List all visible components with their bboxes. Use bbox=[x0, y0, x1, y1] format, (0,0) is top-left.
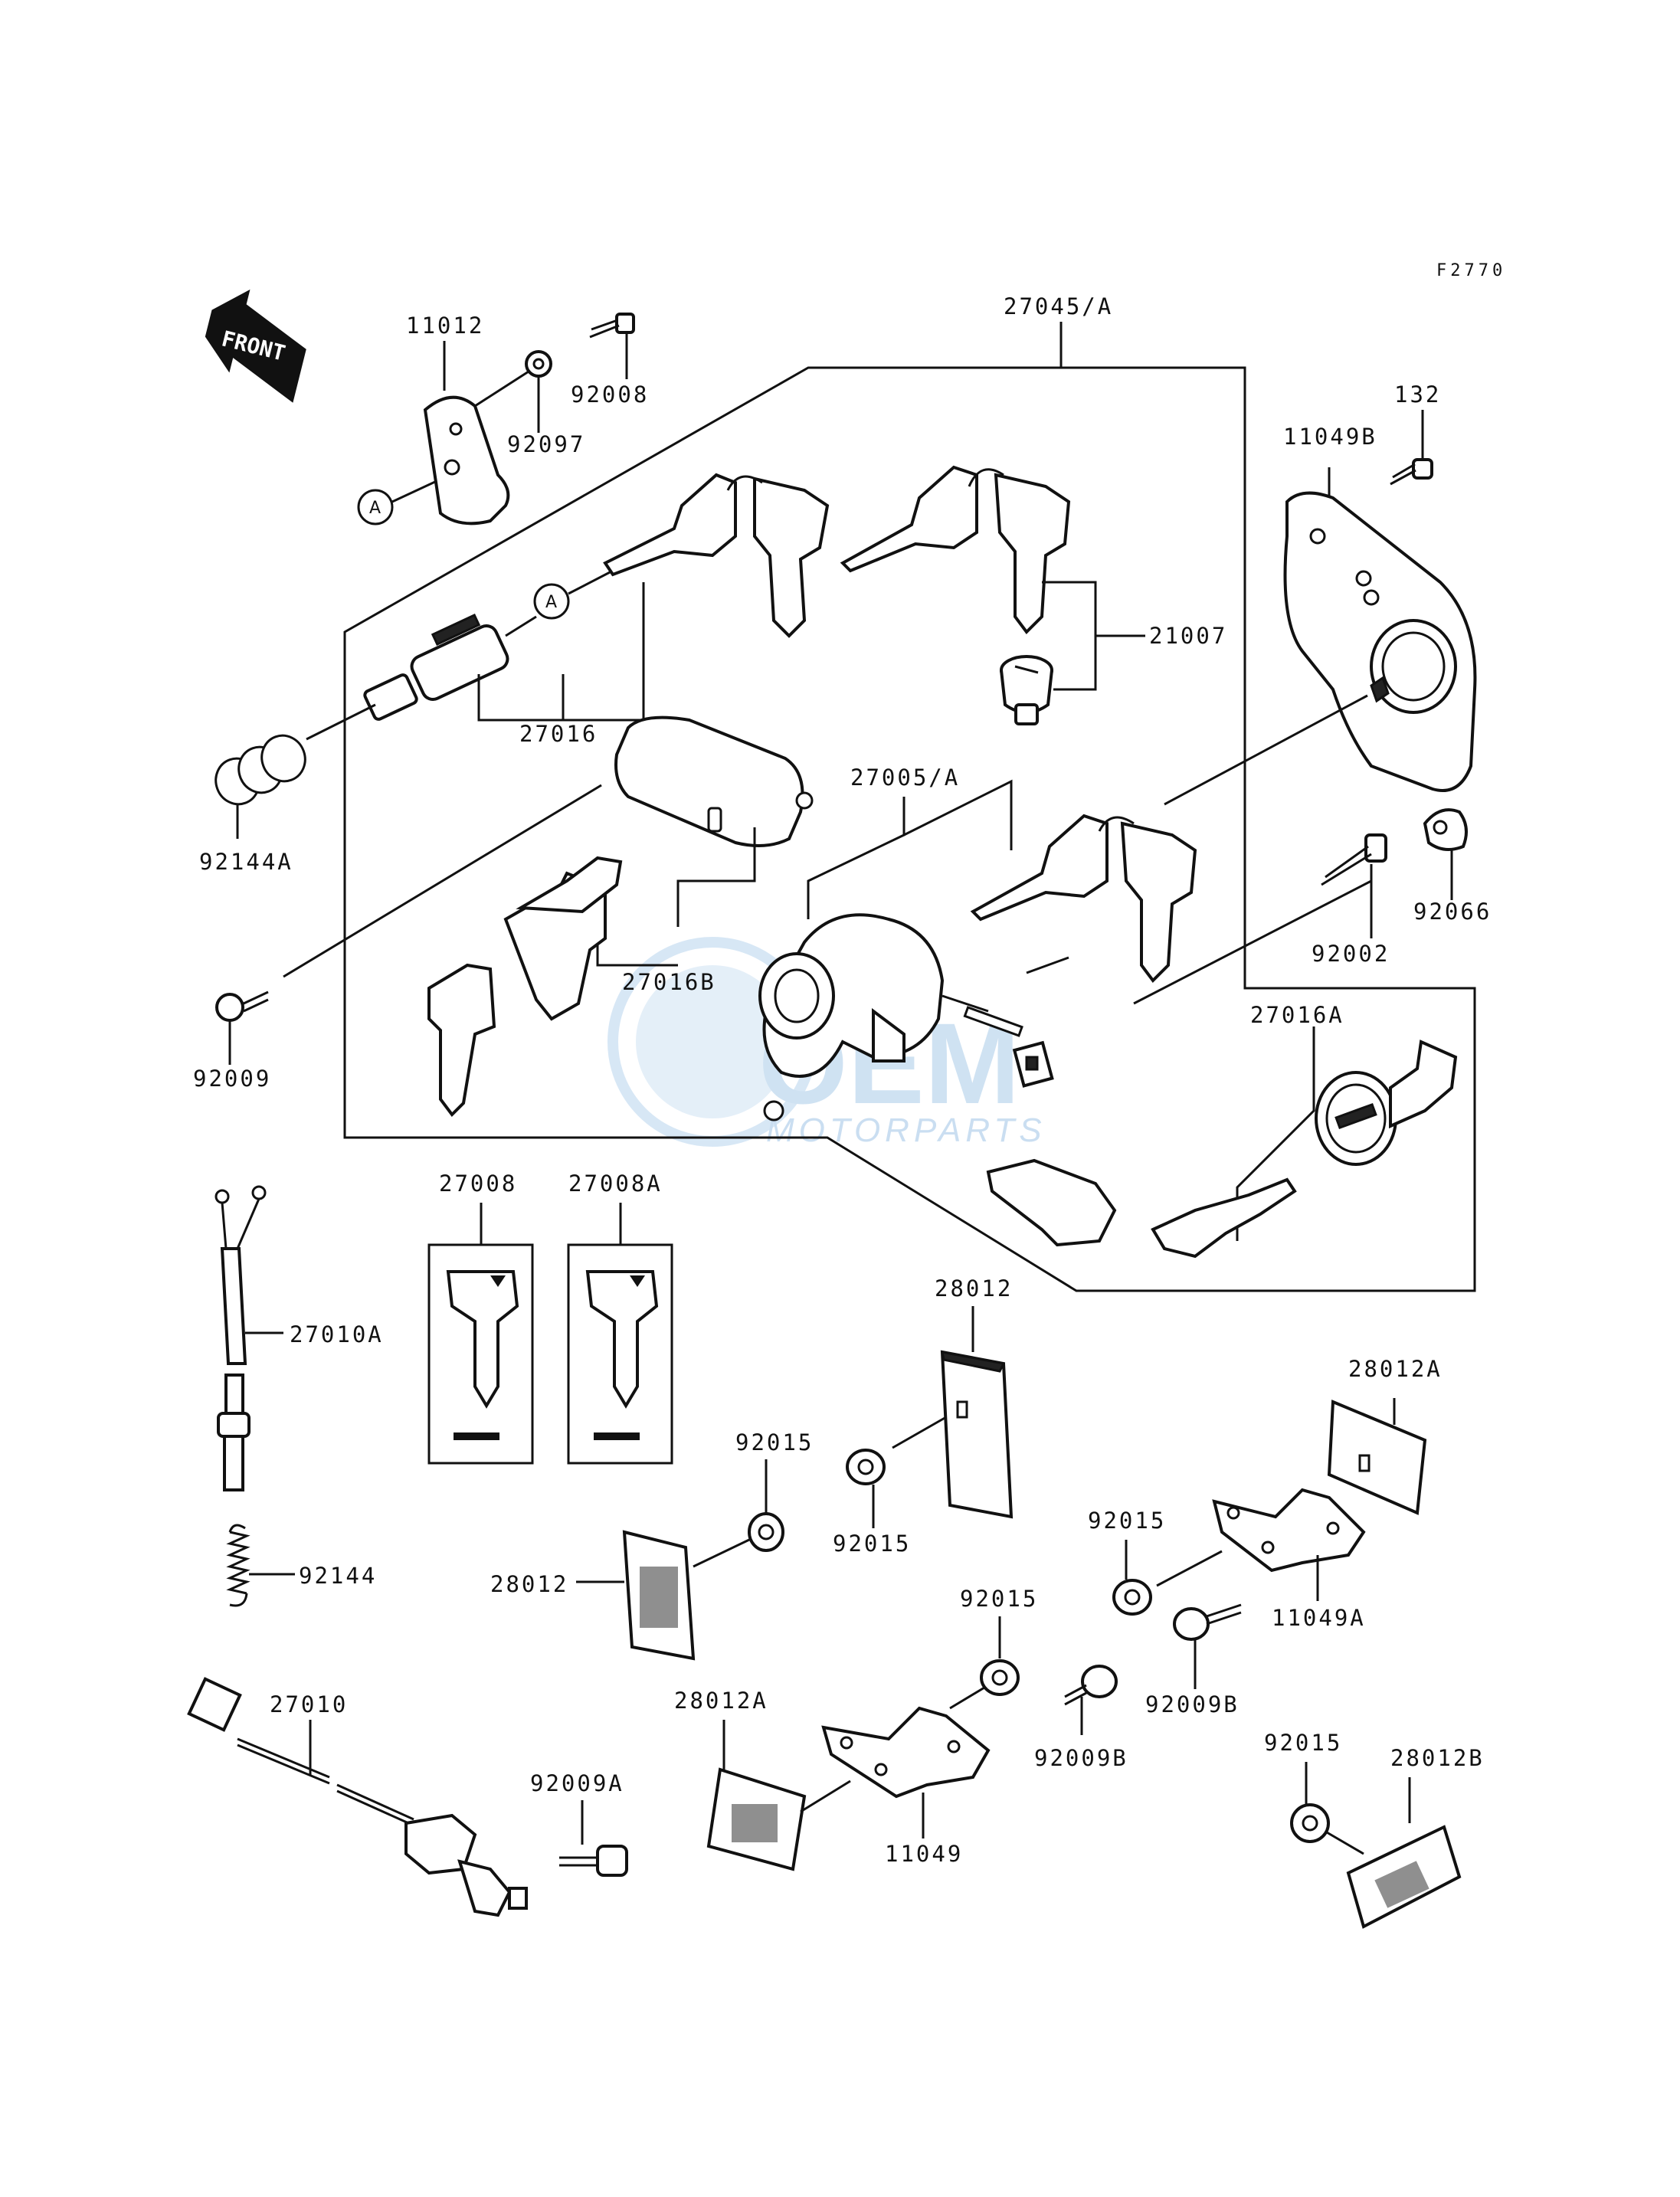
label-27008a: 27008A bbox=[568, 1171, 663, 1197]
label-92015-b: 92015 bbox=[833, 1531, 911, 1557]
key-pair-27016 bbox=[603, 473, 830, 638]
part-11012-plate bbox=[423, 341, 529, 526]
part-92009b-right-screw bbox=[1173, 1603, 1242, 1689]
part-27010-stop-switch bbox=[187, 1677, 528, 1917]
label-11049b: 11049B bbox=[1283, 424, 1377, 450]
label-28012b: 28012B bbox=[1390, 1745, 1485, 1771]
part-27010a-switch bbox=[215, 1185, 283, 1491]
label-92008: 92008 bbox=[571, 381, 649, 408]
part-92015-nut-b bbox=[693, 1459, 784, 1568]
part-11049-bracket bbox=[821, 1684, 991, 1838]
part-92015-nut-e bbox=[1290, 1762, 1364, 1855]
watermark-globe-fill bbox=[636, 965, 789, 1118]
label-92066: 92066 bbox=[1413, 899, 1492, 925]
part-28012-left-reflector bbox=[576, 1530, 696, 1661]
reference-mark-a-1: A bbox=[357, 480, 437, 526]
reference-mark-a-2-label: A bbox=[545, 593, 557, 612]
label-27008: 27008 bbox=[439, 1171, 517, 1197]
label-27010: 27010 bbox=[270, 1691, 348, 1717]
key-pair-27005 bbox=[970, 814, 1197, 984]
label-92144: 92144 bbox=[299, 1563, 377, 1589]
part-28012b-reflector bbox=[1346, 1777, 1462, 1929]
key-pair-27016b bbox=[427, 856, 623, 1118]
label-92015-d: 92015 bbox=[960, 1586, 1038, 1612]
part-92009b-mid-screw bbox=[1064, 1665, 1118, 1735]
part-92066-grommet bbox=[1423, 808, 1468, 900]
label-21007: 21007 bbox=[1149, 623, 1227, 649]
part-28012a-mid-reflector bbox=[706, 1720, 851, 1871]
label-28012a-right: 28012A bbox=[1348, 1356, 1443, 1382]
reference-mark-a-1-label: A bbox=[369, 499, 381, 518]
part-27005-ignition-switch bbox=[758, 779, 1069, 1121]
label-92002: 92002 bbox=[1312, 941, 1390, 967]
label-92009a: 92009A bbox=[530, 1770, 624, 1796]
part-92144a-spring bbox=[215, 703, 376, 839]
watermark-subtitle: MOTORPARTS bbox=[766, 1112, 1046, 1149]
key-pair-27016a bbox=[986, 1158, 1297, 1259]
label-27016: 27016 bbox=[519, 721, 598, 747]
part-92015-nut-c bbox=[1112, 1540, 1152, 1616]
label-132: 132 bbox=[1394, 381, 1441, 408]
part-27008a-key-card bbox=[567, 1203, 673, 1465]
part-labels: 27045/A 11012 92008 92097 132 11049B 210… bbox=[193, 293, 1492, 1867]
label-27045: 27045/A bbox=[1004, 293, 1113, 319]
part-92144-spring bbox=[226, 1524, 295, 1607]
label-11012: 11012 bbox=[406, 313, 484, 339]
part-132-bolt bbox=[1390, 410, 1433, 486]
label-92015-e: 92015 bbox=[1264, 1730, 1342, 1756]
label-28012a-mid: 28012A bbox=[674, 1688, 768, 1714]
part-92009a-bolt bbox=[559, 1800, 628, 1877]
label-28012-left: 28012 bbox=[490, 1571, 568, 1597]
label-27010a: 27010A bbox=[290, 1321, 384, 1347]
part-28012a-right-reflector bbox=[1327, 1398, 1427, 1515]
part-92009-screw bbox=[215, 990, 269, 1065]
label-92009b-mid: 92009B bbox=[1034, 1745, 1128, 1771]
part-11049b-bracket bbox=[1164, 467, 1477, 806]
part-27016a-lock bbox=[1236, 1026, 1458, 1241]
label-27016b: 27016B bbox=[622, 969, 716, 995]
label-11049: 11049 bbox=[885, 1841, 963, 1867]
kit-frame-27045 bbox=[343, 322, 1476, 1292]
label-27005: 27005/A bbox=[850, 765, 960, 791]
part-21007-cap bbox=[1000, 655, 1053, 725]
part-11049a-bracket bbox=[1156, 1488, 1366, 1601]
part-27016b-housing bbox=[283, 715, 814, 978]
label-27016a: 27016A bbox=[1250, 1002, 1344, 1028]
part-28012-top-reflector bbox=[892, 1306, 1014, 1519]
part-92097-washer bbox=[525, 350, 552, 433]
label-92015-a: 92015 bbox=[735, 1429, 814, 1455]
part-27016-cylinder bbox=[363, 582, 645, 722]
label-28012-top: 28012 bbox=[935, 1275, 1013, 1302]
key-pair-21007 bbox=[840, 465, 1145, 691]
label-92009b-right: 92009B bbox=[1145, 1691, 1240, 1717]
label-92015-c: 92015 bbox=[1088, 1508, 1166, 1534]
diagram-code: F2770 bbox=[1436, 261, 1506, 280]
part-27008-key-card bbox=[427, 1203, 534, 1465]
label-92097: 92097 bbox=[507, 431, 585, 457]
reference-mark-a-2: A bbox=[533, 569, 614, 620]
part-92008-bolt bbox=[589, 313, 635, 379]
front-direction-arrow-icon: FRONT bbox=[205, 289, 306, 403]
label-92009: 92009 bbox=[193, 1066, 271, 1092]
label-11049a: 11049A bbox=[1272, 1605, 1366, 1631]
part-92015-nut-d bbox=[980, 1616, 1020, 1696]
label-92144a: 92144A bbox=[199, 849, 293, 875]
part-92015-nut-a bbox=[846, 1449, 886, 1528]
part-92002-screw bbox=[1133, 833, 1387, 1005]
